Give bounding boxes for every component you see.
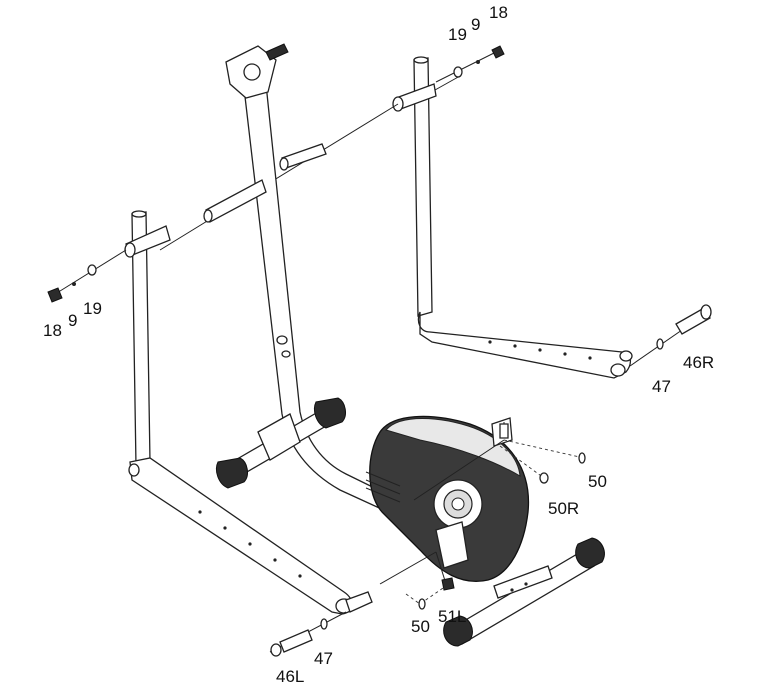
label-9-left: 9 xyxy=(68,311,77,330)
hardware-left xyxy=(47,249,127,303)
label-19-left: 19 xyxy=(83,299,102,318)
label-18-top: 18 xyxy=(489,3,508,22)
label-18-left: 18 xyxy=(43,321,62,340)
hardware-51L xyxy=(379,551,455,610)
label-47-bottom: 47 xyxy=(314,649,333,668)
label-50-right: 50 xyxy=(588,472,607,491)
hardware-bottom-left xyxy=(269,611,347,657)
label-51L: 51L xyxy=(438,607,466,626)
front-stabilizer xyxy=(215,397,346,489)
label-9-top: 9 xyxy=(471,15,480,34)
axle-alignment-line xyxy=(159,75,461,251)
rear-stabilizer xyxy=(443,537,605,647)
hardware-top-right xyxy=(435,45,505,83)
label-50R: 50R xyxy=(548,499,579,518)
left-handlebar-arm xyxy=(124,210,373,615)
label-50-bottom: 50 xyxy=(411,617,430,636)
right-handlebar-arm xyxy=(392,56,633,379)
label-47-right: 47 xyxy=(652,377,671,396)
label-46R: 46R xyxy=(683,353,714,372)
label-19-top: 19 xyxy=(448,25,467,44)
flywheel-housing xyxy=(365,415,530,582)
left-lower-arm-holes xyxy=(198,510,302,578)
right-lower-arm-holes xyxy=(488,340,592,360)
hardware-right xyxy=(629,304,712,367)
label-46L: 46L xyxy=(276,667,304,686)
hardware-50R xyxy=(413,422,586,501)
